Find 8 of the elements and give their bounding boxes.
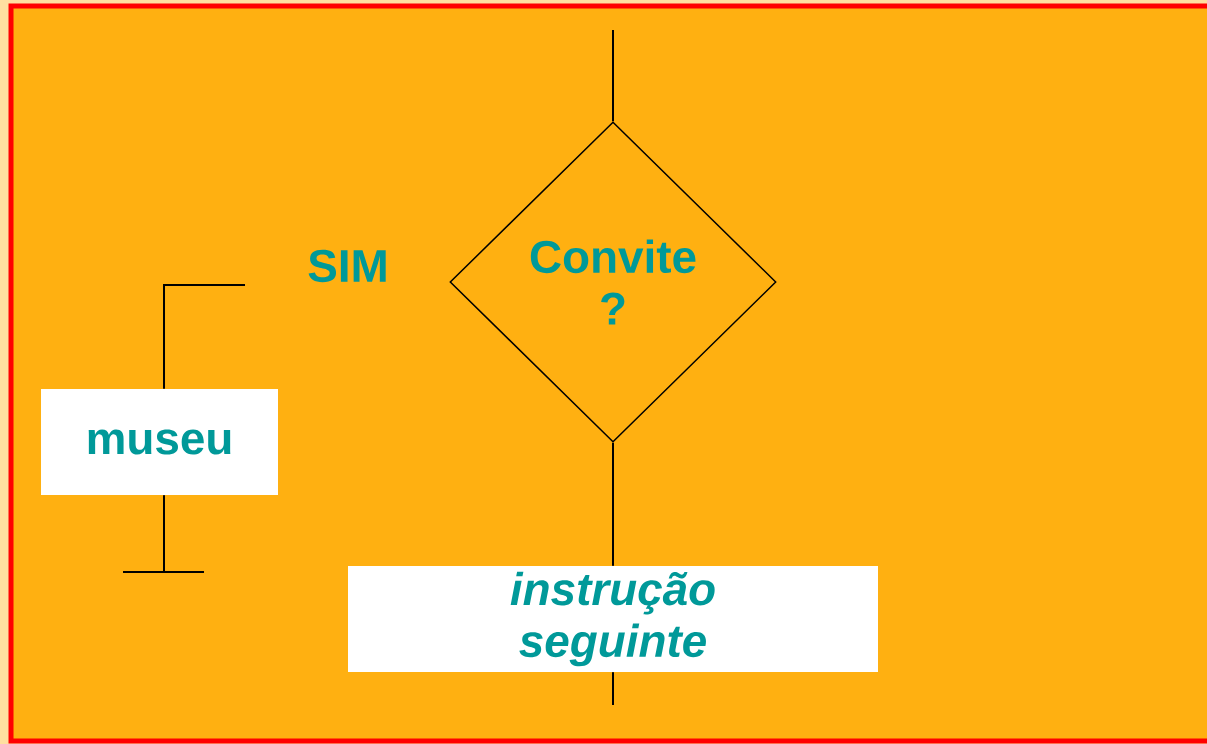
branch-label: SIM <box>308 249 386 283</box>
connector-line <box>163 284 246 390</box>
connector-line <box>612 29 614 123</box>
connector-line <box>163 494 165 573</box>
process-box: museu <box>41 389 278 495</box>
process-box: instrução seguinte <box>348 566 878 672</box>
connector-line <box>612 441 614 567</box>
connector-line <box>612 671 614 706</box>
